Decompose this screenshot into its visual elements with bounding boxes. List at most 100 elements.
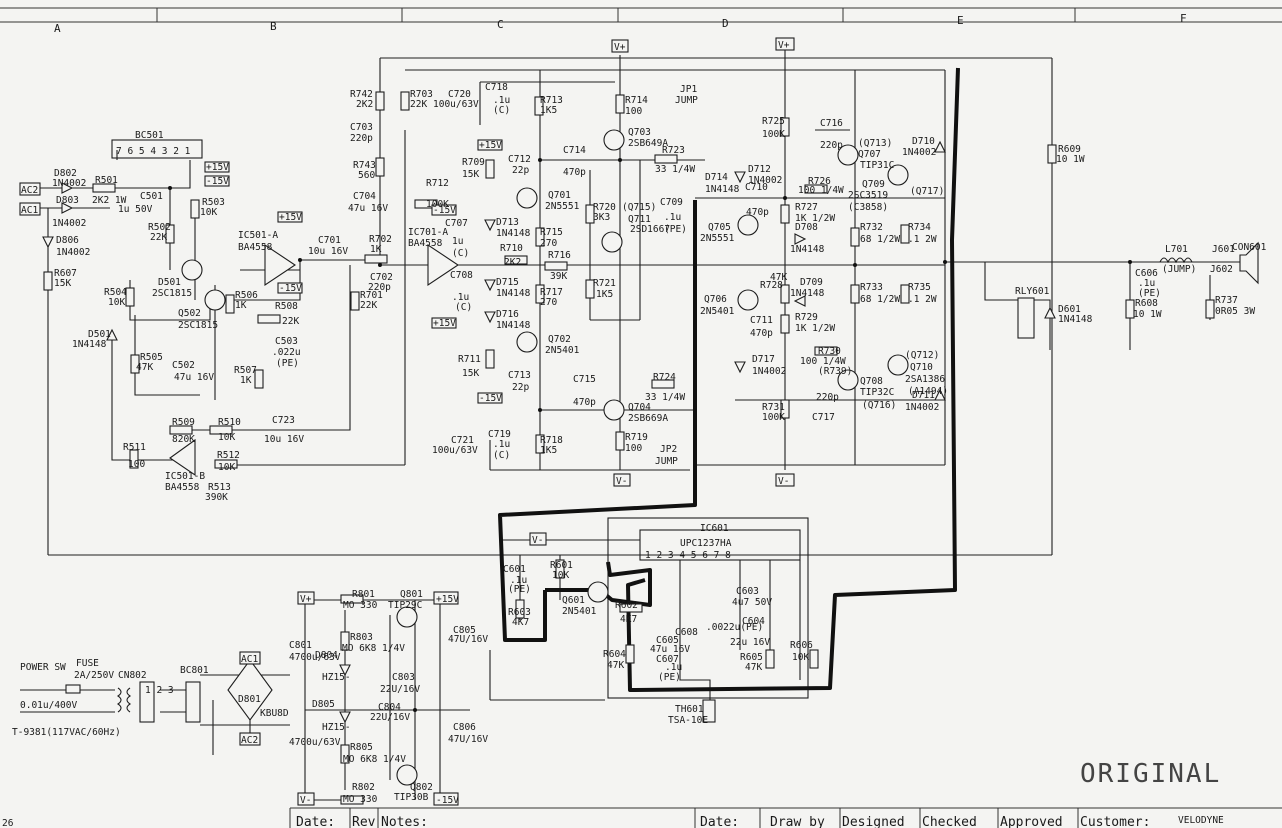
resistor-r507-symbol xyxy=(254,369,264,389)
label-c607t: (PE) xyxy=(658,672,681,683)
label-c718t: (C) xyxy=(493,105,510,116)
resistor-r743-symbol xyxy=(375,157,385,177)
label-r727: R727 xyxy=(795,202,818,213)
label-d717v: 1N4002 xyxy=(752,366,786,377)
label-d708: D708 xyxy=(795,222,818,233)
label-r719v: 100 xyxy=(625,443,642,454)
diode-d601-symbol xyxy=(1044,306,1056,319)
resistor-r510-symbol xyxy=(209,425,233,435)
label-c707: C707 xyxy=(445,218,468,229)
label-c802v: 4700u/63V xyxy=(289,737,341,748)
label-d601v: 1N4148 xyxy=(1058,314,1093,325)
diode-d713-symbol xyxy=(484,219,496,232)
label-d501b: D501 xyxy=(88,329,111,340)
diode-d712-symbol xyxy=(734,171,746,184)
label-fuse: FUSE xyxy=(76,658,99,669)
diode-d716-symbol xyxy=(484,311,496,324)
rail-m15-input: -15V xyxy=(206,176,229,187)
label-q708: Q708 xyxy=(860,376,883,387)
label-r603v: 4K7 xyxy=(512,617,529,628)
label-d716v: 1N4148 xyxy=(496,320,531,331)
label-c503v: .022u xyxy=(272,347,301,358)
resistor-r721-symbol xyxy=(585,279,595,299)
label-th601: TH601 xyxy=(675,704,704,715)
label-q711: Q711 xyxy=(628,214,651,225)
label-r729v: 1K 1/2W xyxy=(795,323,835,334)
label-r723v: 33 1/4W xyxy=(655,164,695,175)
label-c712: C712 xyxy=(508,154,531,165)
label-th601v: TSA-10E xyxy=(668,715,708,726)
resistor-r712-symbol xyxy=(414,199,438,209)
label-c711: C711 xyxy=(750,315,773,326)
resistor-r509-symbol xyxy=(169,425,193,435)
label-r510v: 10K xyxy=(218,432,235,443)
label-q705: Q705 xyxy=(708,222,731,233)
label-r606v: 10K xyxy=(792,652,809,663)
label-c714v: 470p xyxy=(563,167,586,178)
resistor-r709-symbol xyxy=(485,159,495,179)
resistor-r733-symbol xyxy=(850,284,860,304)
rail-p15-input: +15V xyxy=(206,162,229,173)
label-r511: R511 xyxy=(123,442,146,453)
label-kbu: KBU8D xyxy=(260,708,289,719)
label-d805: D805 xyxy=(312,699,335,710)
label-r504v: 10K xyxy=(108,297,125,308)
label-r603: R603 xyxy=(508,607,531,618)
label-c702v: 220p xyxy=(368,282,391,293)
transistor-q502-symbol xyxy=(204,289,226,311)
label-r509v: 820K xyxy=(172,434,195,445)
label-c710: C710 xyxy=(745,182,768,193)
resistor-r702-symbol xyxy=(364,254,388,264)
resistor-r506-symbol xyxy=(225,294,235,314)
label-r709: R709 xyxy=(462,157,485,168)
label-c805v: 47U/16V xyxy=(448,634,488,645)
label-d711v: 1N4002 xyxy=(905,402,939,413)
transistor-q708-symbol xyxy=(837,369,859,391)
label-c801v: 4700u/63V xyxy=(289,652,341,663)
label-r701v: 22K xyxy=(360,300,377,311)
label-r718: R718 xyxy=(540,435,563,446)
resistor-r716-symbol xyxy=(544,261,568,271)
label-ic601v: UPC1237HA xyxy=(680,538,732,549)
label-q715: (Q715) xyxy=(622,202,656,213)
label-r735v: .1 2W xyxy=(908,294,937,305)
label-r511v: 100 xyxy=(128,459,145,470)
label-ic501bv: BA4558 xyxy=(165,482,200,493)
label-r802: R802 xyxy=(352,782,375,793)
label-c701v: 10u 16V xyxy=(308,246,348,257)
label-r703v: 22K xyxy=(410,99,427,110)
relay-rly601-coil-symbol xyxy=(1017,297,1035,339)
label-r701: R701 xyxy=(360,290,383,301)
opamp-ic501b-symbol xyxy=(169,438,196,477)
inductor-l701-symbol xyxy=(1159,257,1193,264)
diode-d501-symbol xyxy=(106,328,118,341)
label-q706: Q706 xyxy=(704,294,727,305)
label-r801v: MO 330 xyxy=(343,600,378,611)
rail-vminus-psu: V- xyxy=(300,795,311,806)
label-q712: (Q712) xyxy=(905,350,939,361)
label-d710: D710 xyxy=(912,136,935,147)
resistor-r701-symbol xyxy=(350,291,360,311)
label-c718v: .1u xyxy=(493,95,510,106)
component-symbols xyxy=(42,91,1259,805)
label-d802v: 1N4002 xyxy=(52,178,86,189)
label-c501v: 1u 50V xyxy=(118,204,153,215)
sheet-frame: A B C D E F xyxy=(0,7,1282,35)
transformer-primary-symbol xyxy=(117,687,122,713)
label-r734v: .1 2W xyxy=(908,234,937,245)
label-r734: R734 xyxy=(908,222,931,233)
transistor-q707-symbol xyxy=(837,144,859,166)
label-ic701av: BA4558 xyxy=(408,238,443,249)
transformer-secondary-symbol xyxy=(126,687,131,713)
label-r502: R502 xyxy=(148,222,171,233)
rail-vminus-bottom-2: V- xyxy=(778,476,789,487)
label-d717: D717 xyxy=(752,354,775,365)
transistor-q706-symbol xyxy=(737,289,759,311)
rail-vplus-top-2: V+ xyxy=(778,40,790,51)
label-r501v: 2K2 1W xyxy=(92,195,127,206)
resistor-r609-symbol xyxy=(1047,144,1057,164)
label-c704v: 47u 16V xyxy=(348,203,388,214)
label-d715: D715 xyxy=(496,277,519,288)
label-c607v: .1u xyxy=(665,662,682,673)
